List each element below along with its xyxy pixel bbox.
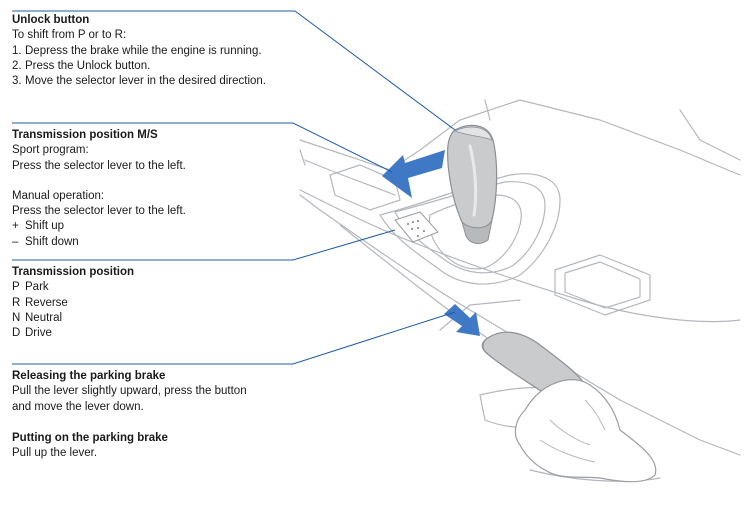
- release-parking-brake-section: Releasing the parking brake Pull the lev…: [12, 369, 312, 415]
- step-text: Depress the brake while the engine is ru…: [25, 44, 262, 57]
- gear-list: P Park R Reverse N Neutral D Drive: [12, 280, 312, 341]
- callout-lines: [12, 10, 456, 365]
- gear-name: Neutral: [25, 311, 63, 324]
- shift-symbol: +: [12, 220, 19, 233]
- gear-name: Drive: [25, 327, 52, 340]
- step-number: 3.: [12, 75, 22, 88]
- transmission-ms-title: Transmission position M/S: [12, 129, 158, 141]
- parking-brake-lever: [481, 331, 657, 483]
- transmission-position-section: Transmission position P Park R Reverse N Ne…: [12, 265, 312, 341]
- apply-parking-brake-title: Putting on the parking brake: [12, 432, 168, 444]
- gear-name: Reverse: [25, 296, 68, 309]
- indicator-dot: [423, 230, 425, 232]
- indicator-dot: [417, 227, 419, 229]
- unlock-intro: To shift from P or to R:: [12, 29, 127, 42]
- gear-name: Park: [25, 281, 49, 294]
- unlock-step: 1.Depress the brake while the engine is …: [12, 44, 312, 59]
- transmission-ms-callout-line: [12, 122, 393, 173]
- step-text: Press the Unlock button.: [25, 59, 151, 72]
- shift-text: Shift down: [25, 235, 79, 248]
- gear-letter: D: [12, 327, 21, 340]
- step-number: 2.: [12, 59, 22, 72]
- unlock-button-section: Unlock button To shift from P or to R: 1…: [12, 13, 312, 89]
- selector-lever: [447, 124, 498, 244]
- manual-operation-label: Manual operation:: [12, 189, 105, 202]
- unlock-button-callout-line: [12, 10, 456, 131]
- step-text: Move the selector lever in the desired d…: [25, 75, 266, 88]
- gear-item: N Neutral: [12, 311, 312, 326]
- unlock-step: 2.Press the Unlock button.: [12, 59, 312, 74]
- gear-indicator-plate: [394, 211, 439, 243]
- shift-symbol: –: [12, 235, 19, 248]
- indicator-dot: [411, 228, 413, 230]
- gear-letter: N: [12, 311, 21, 324]
- shift-up-item: + Shift up: [12, 219, 312, 234]
- parking-brake-direction-arrow: [444, 304, 480, 336]
- gear-letter: R: [12, 296, 21, 309]
- apply-text: Pull up the lever.: [12, 447, 98, 460]
- indicator-dot: [417, 220, 419, 222]
- shift-list: + Shift up –Shift down: [12, 219, 312, 250]
- gear-item: P Park: [12, 280, 312, 295]
- transmission-ms-section: Transmission position M/S Sport program:…: [12, 128, 312, 250]
- selector-direction-arrow: [382, 150, 445, 198]
- manual-operation-text: Press the selector lever to the left.: [12, 205, 186, 218]
- unlock-step: 3.Move the selector lever in the desired…: [12, 74, 312, 89]
- gear-item: R Reverse: [12, 296, 312, 311]
- indicator-dot: [417, 235, 419, 237]
- shift-down-item: –Shift down: [12, 235, 312, 250]
- unlock-button-title: Unlock button: [12, 14, 90, 26]
- gear-letter: P: [12, 281, 20, 294]
- gear-item: D Drive: [12, 326, 312, 341]
- unlock-steps-list: 1.Depress the brake while the engine is …: [12, 44, 312, 90]
- indicator-dot: [412, 221, 414, 223]
- sport-program-label: Sport program:: [12, 144, 89, 157]
- release-parking-brake-title: Releasing the parking brake: [12, 370, 166, 382]
- release-text-line2: and move the lever down.: [12, 400, 144, 413]
- apply-parking-brake-section: Putting on the parking brake Pull up the…: [12, 431, 312, 462]
- sport-program-text: Press the selector lever to the left.: [12, 159, 186, 172]
- shift-text: Shift up: [25, 220, 64, 233]
- release-text-line1: Pull the lever slightly upward, press th…: [12, 385, 247, 398]
- parking-brake-callout-line: [12, 311, 456, 365]
- step-number: 1.: [12, 44, 22, 57]
- transmission-position-callout-line: [12, 229, 396, 261]
- indicator-dot: [407, 223, 409, 225]
- transmission-position-title: Transmission position: [12, 266, 135, 278]
